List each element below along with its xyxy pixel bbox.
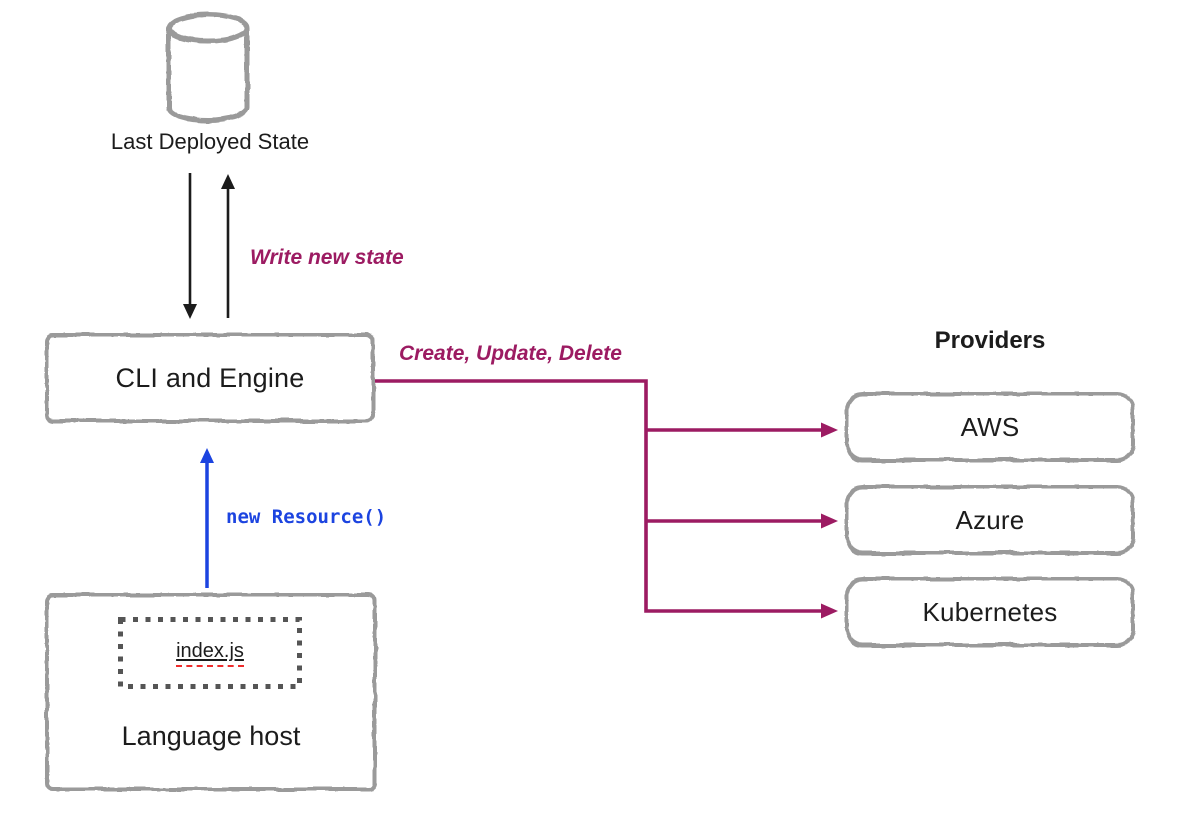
provider-box-azure: Azure bbox=[845, 485, 1135, 555]
provider-box-aws: AWS bbox=[845, 392, 1135, 462]
edge-label-new-resource: new Resource() bbox=[226, 506, 387, 528]
database-cylinder-icon bbox=[162, 10, 254, 128]
cli-engine-label: CLI and Engine bbox=[115, 362, 305, 393]
language-host-box: index.js Language host bbox=[45, 593, 377, 791]
provider-azure-label: Azure bbox=[955, 504, 1025, 535]
providers-heading: Providers bbox=[934, 327, 1046, 354]
index-js-label: index.js bbox=[176, 640, 244, 667]
language-host-label: Language host bbox=[121, 721, 301, 751]
provider-box-kubernetes: Kubernetes bbox=[845, 577, 1135, 647]
provider-kubernetes-border bbox=[845, 577, 1135, 647]
provider-kubernetes-label: Kubernetes bbox=[922, 596, 1058, 627]
last-deployed-state-label: Last Deployed State bbox=[110, 129, 310, 154]
edge-label-write-new-state: Write new state bbox=[250, 246, 404, 269]
provider-azure-border bbox=[845, 485, 1135, 555]
cli-engine-box: CLI and Engine bbox=[45, 333, 375, 423]
index-js-box: index.js bbox=[118, 617, 302, 689]
cli-engine-border bbox=[45, 333, 375, 423]
edge-label-create-update-delete: Create, Update, Delete bbox=[399, 342, 622, 365]
provider-aws-border bbox=[845, 392, 1135, 462]
provider-aws-label: AWS bbox=[960, 411, 1020, 442]
connector-to-kubernetes bbox=[375, 379, 838, 619]
dotted-border bbox=[118, 617, 302, 689]
language-host-border bbox=[45, 593, 377, 791]
